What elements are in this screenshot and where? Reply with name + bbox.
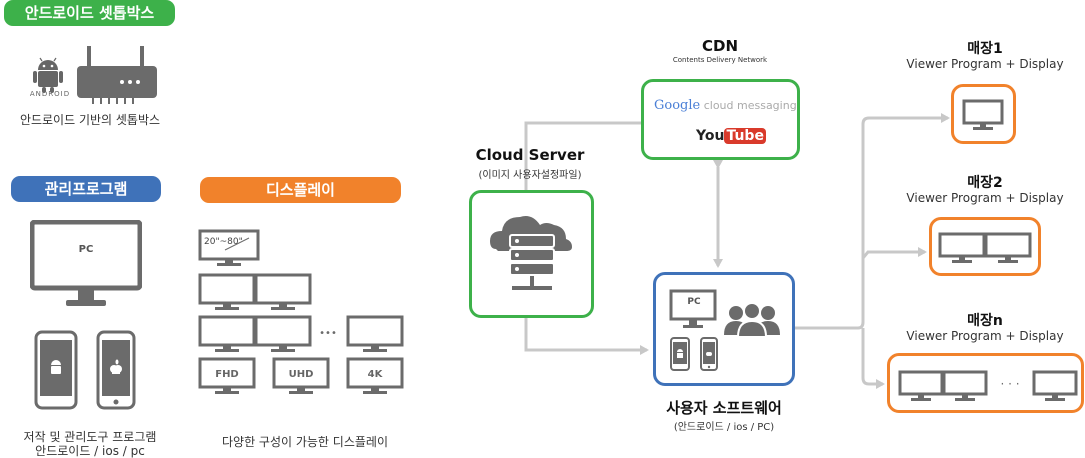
apple-phone-icon <box>96 330 136 410</box>
user-pc-label: PC <box>687 297 701 307</box>
user-android-phone-icon <box>670 337 690 371</box>
user-apple-phone-icon <box>700 337 718 371</box>
pc-icon <box>669 289 717 328</box>
google-cloud-messaging-logo: Google cloud messaging <box>654 98 797 113</box>
monitor-icon <box>30 220 142 306</box>
line-to-storen <box>861 328 885 389</box>
user-subtitle: (안드로이드 / ios / PC) <box>673 422 775 433</box>
cloud-title: Cloud Server <box>475 146 585 164</box>
manage-caption-line2: 안드로이드 / ios / pc <box>35 444 145 458</box>
user-title: 사용자 소프트웨어 <box>666 399 782 417</box>
router-icon <box>77 46 157 104</box>
line-cloud-to-cdn <box>524 121 642 190</box>
storen-dots: · · · <box>1000 377 1019 391</box>
cdn-title: CDN <box>701 37 738 55</box>
display-ellipsis: ••• <box>319 328 337 339</box>
line-cloud-to-user <box>524 318 649 355</box>
android-word: ANDROID <box>29 90 71 98</box>
manage-pill: 관리프로그램 <box>11 176 161 202</box>
cloud-server-icon <box>490 216 572 290</box>
store2-monitors <box>938 232 1032 263</box>
store2-subtitle: Viewer Program + Display <box>906 191 1064 205</box>
storen-title: 매장n <box>967 313 1003 329</box>
store1-monitor <box>962 99 1004 130</box>
settop-caption: 안드로이드 기반의 셋톱박스 <box>19 113 161 127</box>
android-icon <box>33 57 63 93</box>
store1-subtitle: Viewer Program + Display <box>906 57 1064 71</box>
cloud-subtitle: (이미지 사용자설정파일) <box>478 170 582 181</box>
store1-title: 매장1 <box>967 41 1003 57</box>
google-tail: cloud messaging <box>700 99 797 112</box>
display-caption: 다양한 구성이 가능한 디스플레이 <box>221 435 388 449</box>
storen-subtitle: Viewer Program + Display <box>906 329 1064 343</box>
label-uhd: UHD <box>289 369 314 380</box>
storen-monitors: · · · <box>898 370 1078 401</box>
cloud-server-box <box>469 190 594 318</box>
store1-box <box>951 84 1016 144</box>
line-to-store2 <box>861 247 927 259</box>
line-user-to-stores <box>795 113 950 330</box>
store2-title: 매장2 <box>967 175 1003 191</box>
label-fhd: FHD <box>215 369 239 380</box>
display-configurations: 20"~80" ••• FHD UHD 4K <box>198 229 404 394</box>
storen-box: · · · <box>887 353 1084 413</box>
label-4k: 4K <box>368 369 384 380</box>
size-label: 20"~80" <box>204 237 243 247</box>
pc-label: PC <box>78 244 94 255</box>
display-monitor <box>198 229 260 266</box>
google-word: Google <box>654 98 701 113</box>
manage-caption-line1: 저작 및 관리도구 프로그램 <box>23 430 157 444</box>
youtube-you: You <box>696 128 725 144</box>
user-software-box: PC <box>653 272 795 386</box>
cdn-subtitle: Contents Delivery Network <box>672 56 768 64</box>
display-pill: 디스플레이 <box>200 177 401 203</box>
users-icon <box>724 303 780 338</box>
store2-box <box>929 217 1041 276</box>
settop-pill: 안드로이드 셋톱박스 <box>4 0 175 26</box>
android-phone-icon <box>34 330 78 410</box>
youtube-tube: Tube <box>724 128 766 144</box>
